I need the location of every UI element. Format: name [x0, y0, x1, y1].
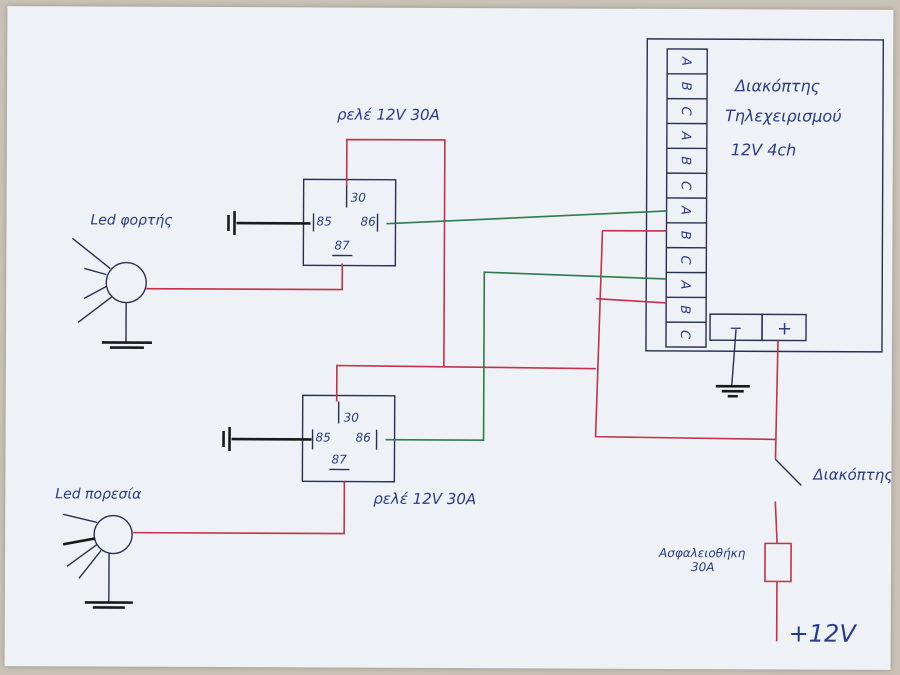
relay-bottom-pin-86: 86	[356, 431, 372, 445]
relay-bottom-label: ρελέ 12V 30A	[373, 490, 476, 508]
relay-bottom-ground	[222, 427, 312, 452]
receiver-title-line3: 12V 4ch	[731, 140, 797, 159]
red-wires	[133, 138, 802, 642]
relay-top-pin-30: 30	[351, 191, 367, 205]
terminal-9-label: C	[677, 256, 692, 266]
terminal-5-label: B	[678, 156, 693, 165]
relay-bottom-pin-87: 87	[331, 452, 347, 466]
relay-top-pin-85: 85	[316, 214, 331, 228]
terminal-1-label: A	[678, 56, 693, 66]
terminal-12-label: C	[677, 330, 692, 340]
terminal-10-label: A	[677, 279, 692, 289]
relay-top-pin-87: 87	[334, 238, 350, 252]
fuse-label-line2: 30A	[691, 560, 715, 574]
terminal-7-label: A	[678, 205, 693, 215]
fuse-label-line1: Ασφαλειοθήκη	[658, 546, 746, 560]
terminal-4-label: A	[678, 130, 693, 140]
relay-bottom-pin-85: 85	[316, 430, 331, 444]
fuse-body	[764, 542, 792, 583]
relay-bottom: ρελέ 12V 30A 30 85 86 87	[301, 394, 476, 508]
terminal-3-label: C	[678, 107, 693, 117]
relay-top: ρελέ 12V 30A 30 85 86 87	[302, 106, 440, 267]
receiver-title-line1: Διακόπτης	[733, 76, 820, 95]
terminal-11-label: B	[677, 305, 692, 314]
terminal-6-label: C	[678, 181, 693, 191]
relay-top-ground	[227, 211, 311, 236]
receiver-ground	[715, 329, 750, 398]
receiver-outline	[645, 38, 885, 353]
power-minus-label: −	[729, 318, 742, 337]
wiring-diagram: A B C A B C A B C A B C Διακόπτης Τηλεχειρισμού 12V…	[55, 38, 893, 648]
relay-bottom-pin-30: 30	[344, 411, 360, 425]
power-plus-label: +	[777, 318, 792, 339]
relay-top-pin-86: 86	[360, 215, 376, 229]
paper-sheet: A B C A B C A B C A B C Διακόπτης Τηλεχειρισμού 12V…	[4, 6, 894, 670]
relay-top-label: ρελέ 12V 30A	[337, 106, 440, 124]
green-wires	[385, 210, 667, 441]
led-top: Led φορτής	[71, 212, 173, 349]
supply-label: +12V	[789, 619, 858, 647]
power-terminal-plus	[761, 313, 807, 342]
switch-label: Διακόπτης	[812, 466, 893, 484]
led-bottom: Led πορεσία	[55, 486, 142, 609]
terminal-2-label: B	[678, 82, 693, 91]
receiver-title-line2: Τηλεχειρισμού	[725, 106, 842, 126]
led-top-label: Led φορτής	[90, 212, 172, 228]
remote-receiver-module: A B C A B C A B C A B C Διακόπτης Τηλεχειρισμού 12V…	[645, 38, 885, 353]
led-bottom-label: Led πορεσία	[55, 486, 142, 502]
led-bottom-bulb	[93, 514, 133, 555]
terminal-8-label: B	[677, 231, 692, 240]
